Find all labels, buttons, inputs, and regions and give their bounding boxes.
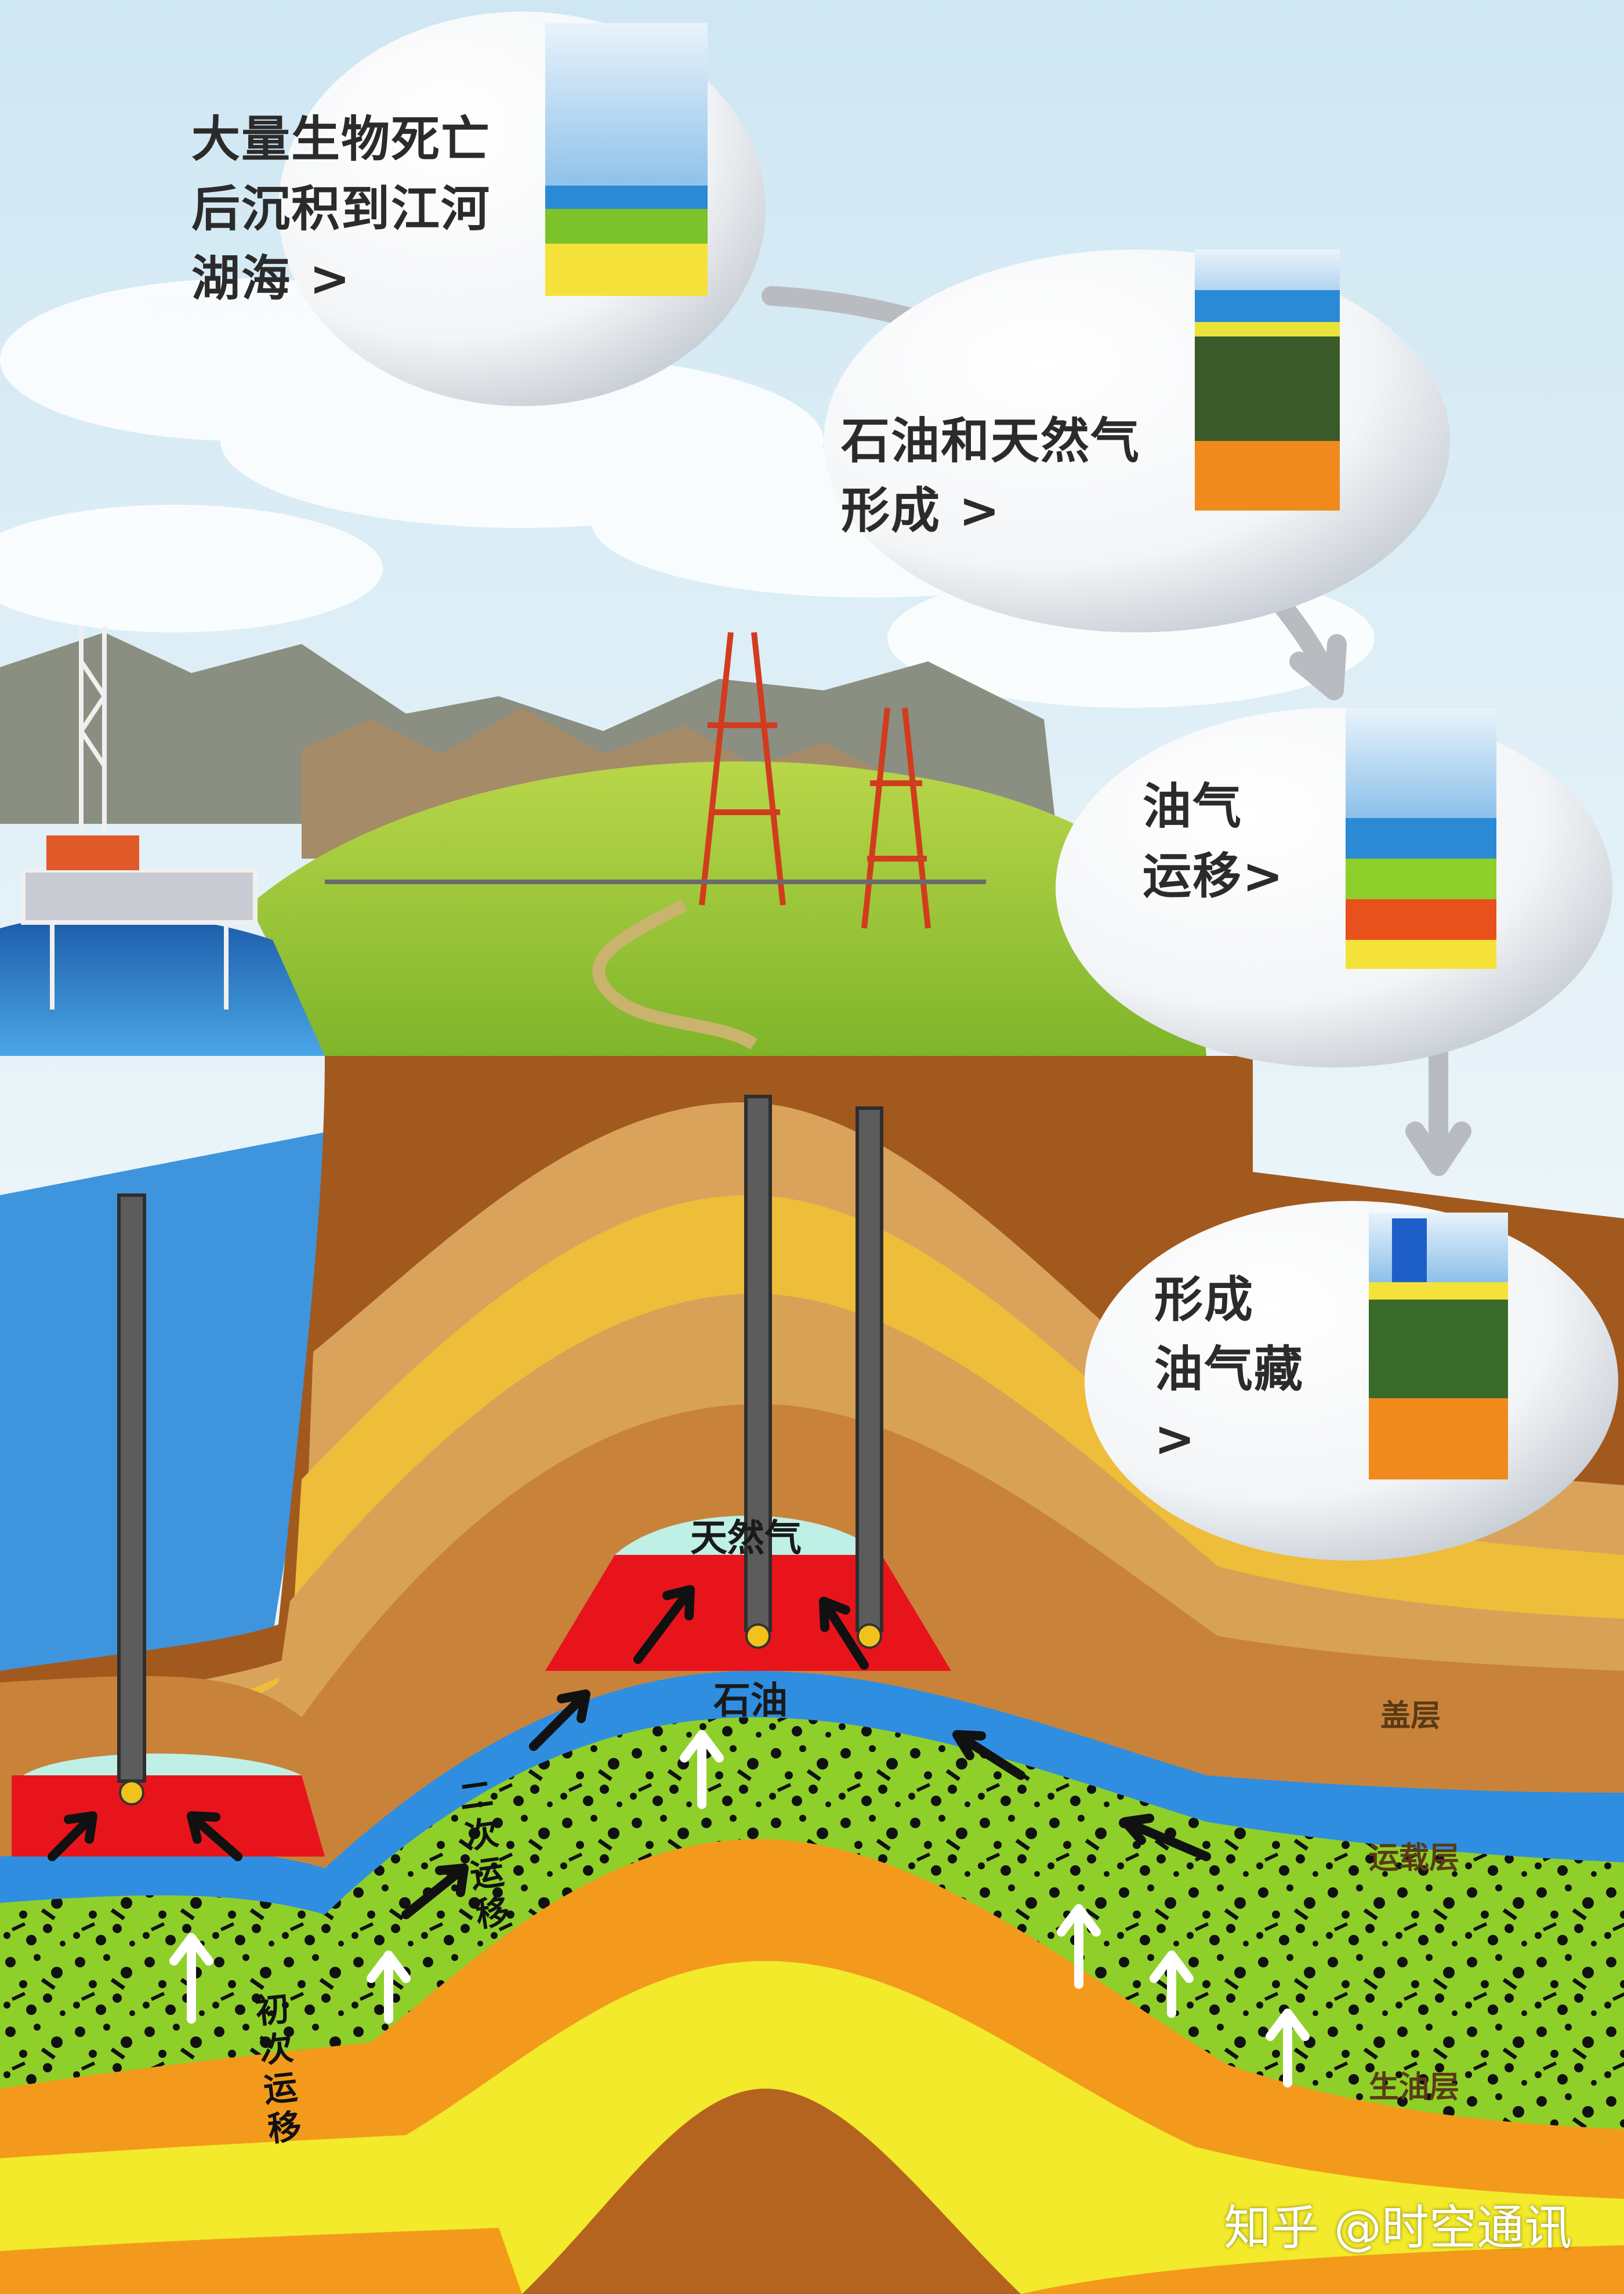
land-derricks [325,632,986,929]
step-2-text: 石油和天然气 形成 > [841,413,1141,539]
land-well-pipe-2 [855,1106,883,1632]
seawater [0,1126,360,1694]
cap-layer-label: 盖层 [1380,1699,1441,1734]
cube-step-1 [545,23,708,296]
cube-step-2 [1195,249,1340,511]
step-1-text: 大量生物死亡 后沉积到江河 湖海 > [191,111,491,307]
cube-step-4 [1369,1213,1508,1479]
small-gas-cap [23,1753,302,1775]
secondary-migration-arrows [48,1585,1211,1919]
carrier-layer-label: 运载层 [1369,1841,1460,1876]
grassland [249,761,1206,1056]
step-3-text: 油气 运移> [1143,778,1285,904]
land-well-pipe-1 [744,1095,772,1632]
step-4-text: 形成 油气藏 > [1154,1271,1304,1467]
source-layer-label: 生油层 [1369,2070,1460,2105]
well-pipes [117,1095,883,1805]
primary-migration-arrows [169,1730,1310,2087]
oil-label: 石油 [713,1680,788,1723]
strata [0,1056,1624,2294]
offshore-well-pipe [117,1193,146,1783]
cube-step-3 [1346,708,1496,969]
migration-arrows [48,1585,1310,2087]
offshore-platform [21,627,258,1009]
watermark: 知乎 @时空通讯 [1223,2201,1572,2256]
gas-label: 天然气 [690,1517,802,1560]
sea-surface [0,914,325,1056]
road [592,899,758,1050]
